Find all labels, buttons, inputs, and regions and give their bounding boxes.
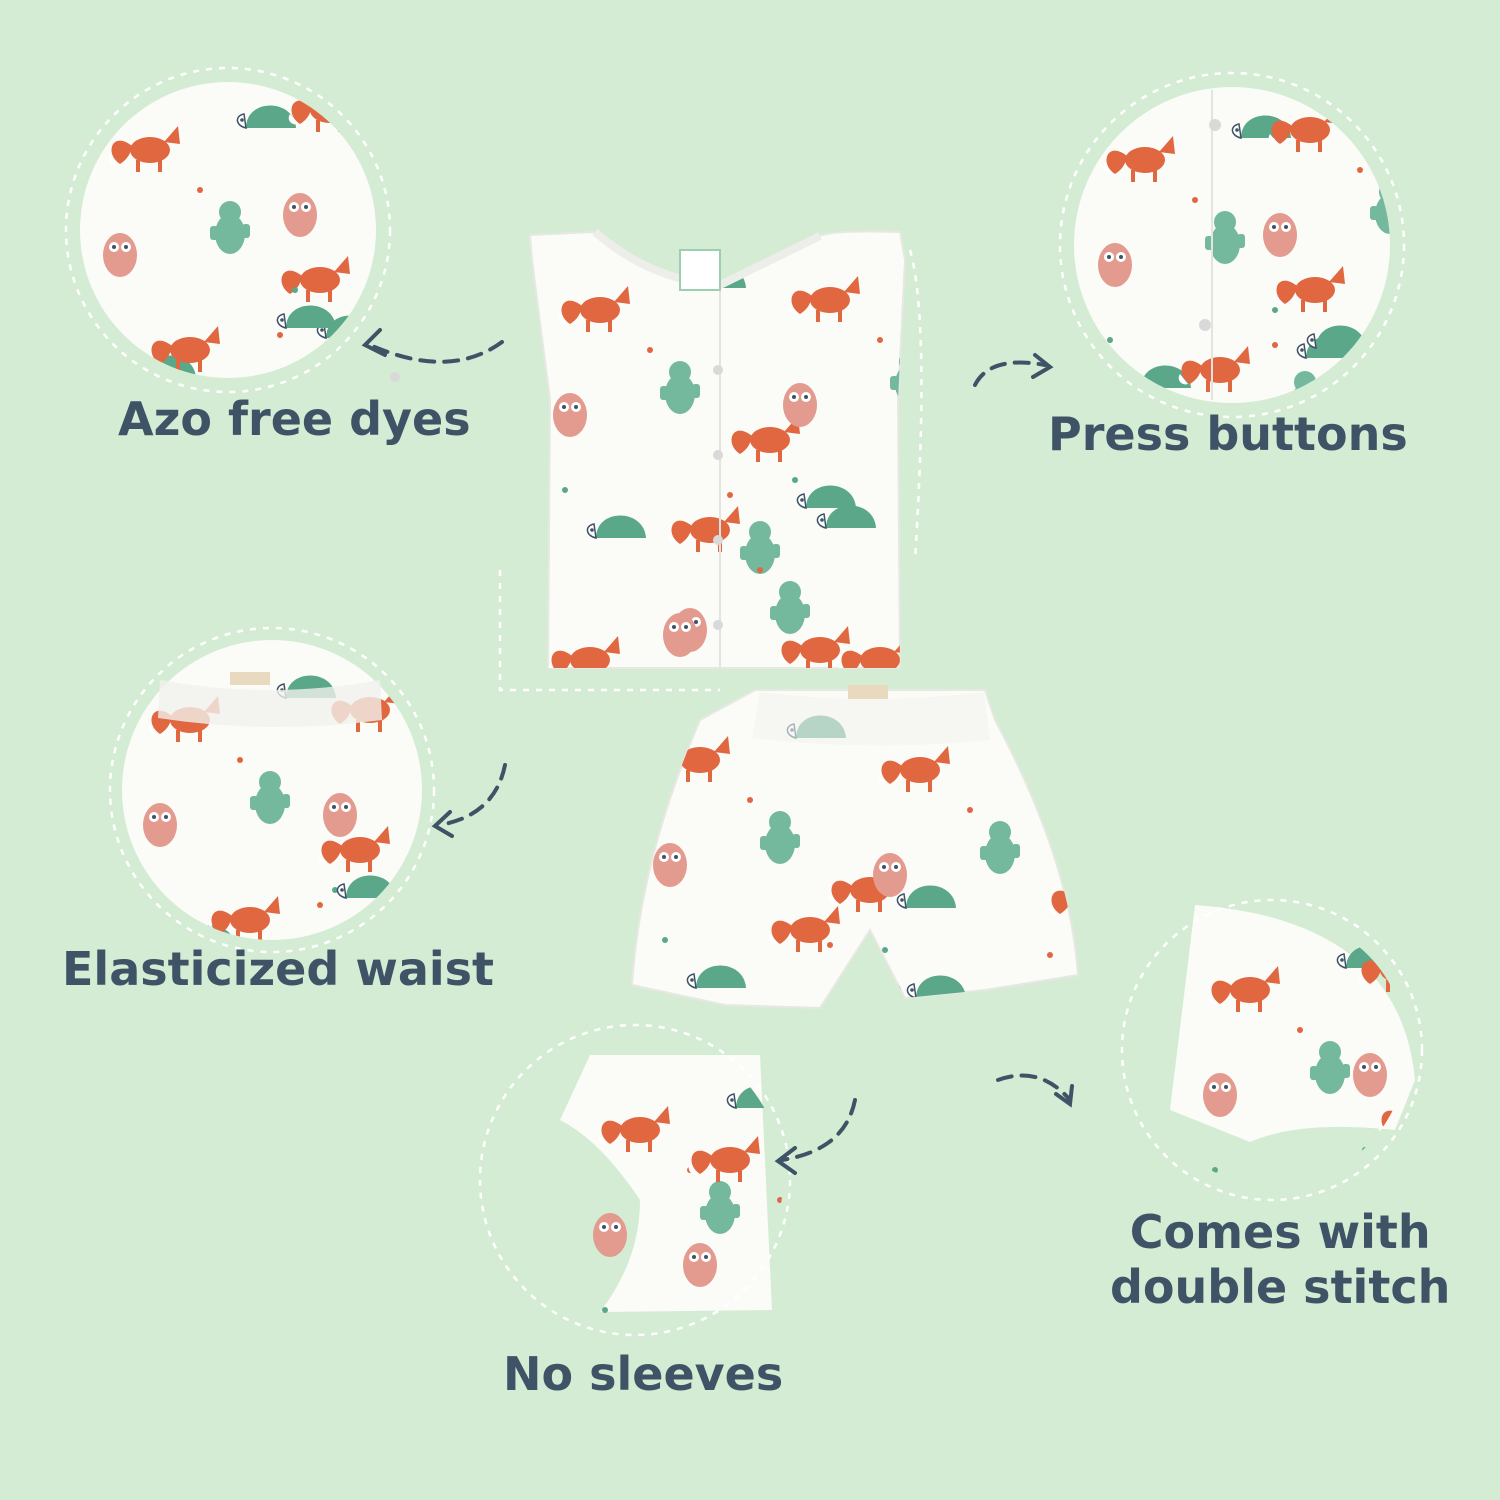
label-double-stitch-line1: Comes with	[1129, 1205, 1431, 1259]
label-azo-free-dyes: Azo free dyes	[118, 392, 471, 446]
label-double-stitch-line2: double stitch	[1110, 1260, 1451, 1315]
detail-circle-azo	[64, 66, 400, 394]
arrows	[361, 328, 1074, 1175]
press-button-icon	[713, 620, 723, 630]
detail-circle-waist	[108, 626, 436, 954]
press-button-icon	[1199, 319, 1211, 331]
vest	[528, 228, 907, 669]
arrow-azo-icon	[361, 328, 504, 364]
detail-circle-stitch	[1120, 898, 1424, 1202]
press-button-icon	[713, 535, 723, 545]
press-button-icon	[713, 450, 723, 460]
brand-label-icon	[679, 249, 721, 291]
label-press-buttons: Press buttons	[1048, 407, 1408, 461]
press-button-icon	[713, 365, 723, 375]
press-button-icon	[1209, 119, 1221, 131]
guide-lines	[498, 249, 923, 692]
detail-circle-press	[1058, 71, 1406, 419]
shorts	[630, 685, 1080, 1010]
detail-circle-sleeves	[478, 1023, 792, 1337]
arrow-sleeves-icon	[774, 1098, 857, 1175]
arrow-waist-icon	[431, 763, 507, 838]
label-no-sleeves: No sleeves	[503, 1347, 784, 1401]
brand-tag-icon	[848, 685, 888, 699]
label-elasticized-waist: Elasticized waist	[62, 942, 494, 996]
arrow-stitch-icon	[996, 1073, 1074, 1108]
label-double-stitch: Comes with double stitch	[1110, 1205, 1450, 1315]
arrow-press-icon	[973, 353, 1054, 387]
